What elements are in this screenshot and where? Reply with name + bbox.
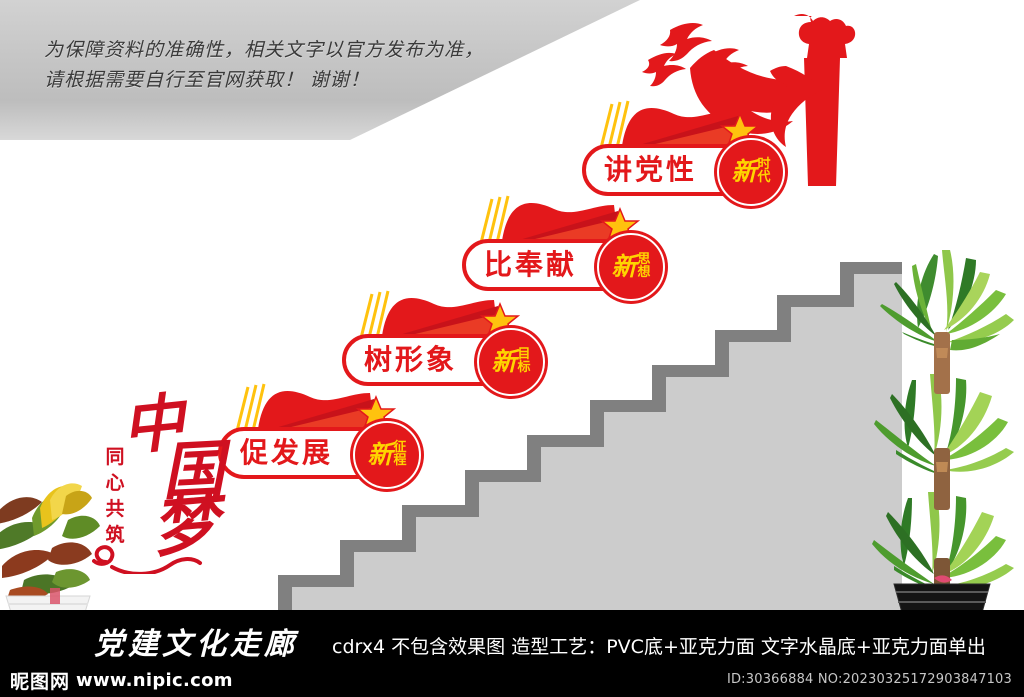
- footer-bar: 党建文化走廊 cdrx4 不包含效果图 造型工艺：PVC底+亚克力面 文字水晶底…: [0, 610, 1024, 697]
- watermark-cn: 昵图网: [10, 671, 71, 693]
- huabiao-column-icon: [770, 13, 856, 186]
- top-right-decoration: [642, 13, 856, 186]
- seal-top-char: 时: [757, 157, 771, 172]
- badge-slogan: 促发展: [240, 436, 334, 469]
- badge-slogan: 讲党性: [604, 153, 698, 186]
- badge-seal[interactable]: 新 征 程: [353, 421, 421, 489]
- footer-title: 党建文化走廊: [94, 627, 298, 662]
- cloud-swirl-icon: [92, 545, 202, 574]
- seal-bottom-char: 代: [757, 170, 771, 185]
- badge-cu-fa-zhan[interactable]: 促发展 新 征 程: [218, 383, 448, 493]
- dream-side-c1: 同: [105, 446, 125, 468]
- china-dream-calligraphy: 中 国 梦 同 心 共 筑: [92, 385, 226, 574]
- seal-top-char: 目: [517, 347, 531, 362]
- watermark-url[interactable]: www.nipic.com: [76, 670, 233, 691]
- seal-top-char: 征: [393, 440, 407, 455]
- dream-side-text: 同 心 共 筑: [102, 444, 128, 548]
- badge-shu-xing-xiang[interactable]: 树形象 新 目 标: [342, 290, 572, 400]
- seal-primary-char: 新: [731, 156, 757, 186]
- seal-primary-char: 新: [611, 251, 637, 281]
- site-watermark[interactable]: 昵图网 www.nipic.com: [10, 667, 233, 694]
- badge-jiang-dang-xing[interactable]: 讲党性 新 时 代: [582, 100, 812, 210]
- dream-side-c4: 筑: [105, 524, 125, 546]
- badge-bi-feng-xian[interactable]: 比奉献 新 思 想: [462, 195, 692, 305]
- badge-slogan: 树形象: [364, 343, 458, 376]
- seal-primary-char: 新: [491, 346, 517, 376]
- dream-side-c3: 共: [105, 498, 125, 520]
- seal-primary-char: 新: [367, 439, 393, 469]
- dracaena-canes: [934, 332, 950, 598]
- disclaimer-text: 为保障资料的准确性，相关文字以官方发布为准， 请根据需要自行至官网获取！ 谢谢！: [44, 40, 485, 91]
- seal-bottom-char: 程: [393, 453, 407, 468]
- asset-id-line: ID:30366884 NO:20230325172903847103: [726, 672, 1012, 687]
- seal-bottom-char: 想: [637, 265, 651, 280]
- badge-seal[interactable]: 新 思 想: [597, 233, 665, 301]
- dracaena-foliage: [872, 250, 1014, 592]
- footer-description: cdrx4 不包含效果图 造型工艺：PVC底+亚克力面 文字水晶底+亚克力面单出: [332, 636, 986, 658]
- badge-seal[interactable]: 新 目 标: [477, 328, 545, 396]
- croton-leaves: [0, 483, 100, 601]
- seal-top-char: 思: [637, 252, 651, 267]
- badge-seal[interactable]: 新 时 代: [717, 138, 785, 206]
- badge-slogan: 比奉献: [484, 248, 578, 281]
- seal-bottom-char: 标: [517, 360, 531, 375]
- croton-plant: [0, 483, 100, 622]
- dracaena-plant: [872, 250, 1014, 620]
- dream-side-c2: 心: [105, 472, 125, 494]
